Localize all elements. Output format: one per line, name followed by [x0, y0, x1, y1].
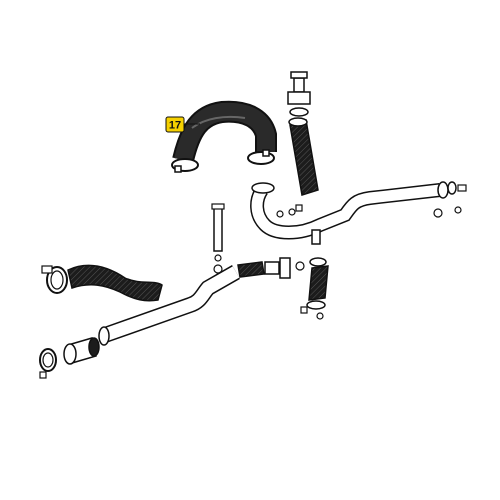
short-branch-hose	[300, 257, 329, 320]
long-coolant-pipe-lower	[98, 265, 240, 346]
upper-radiator-hose	[172, 100, 277, 163]
lower-left-hose-piece	[63, 337, 100, 365]
hose-clamp-17-left	[171, 158, 199, 173]
callout-17-label: 17	[169, 120, 181, 132]
small-connector-hose	[237, 257, 305, 279]
small-bleed-pipe	[211, 203, 225, 274]
main-coolant-pipe-upper	[250, 181, 467, 245]
hose-clamp-17-right	[247, 149, 275, 165]
callout-17[interactable]: 17	[165, 116, 200, 133]
hose-clamp-lower-left	[39, 348, 57, 379]
vertical-hose-with-connector	[287, 71, 319, 196]
lower-radiator-hose	[41, 264, 163, 302]
